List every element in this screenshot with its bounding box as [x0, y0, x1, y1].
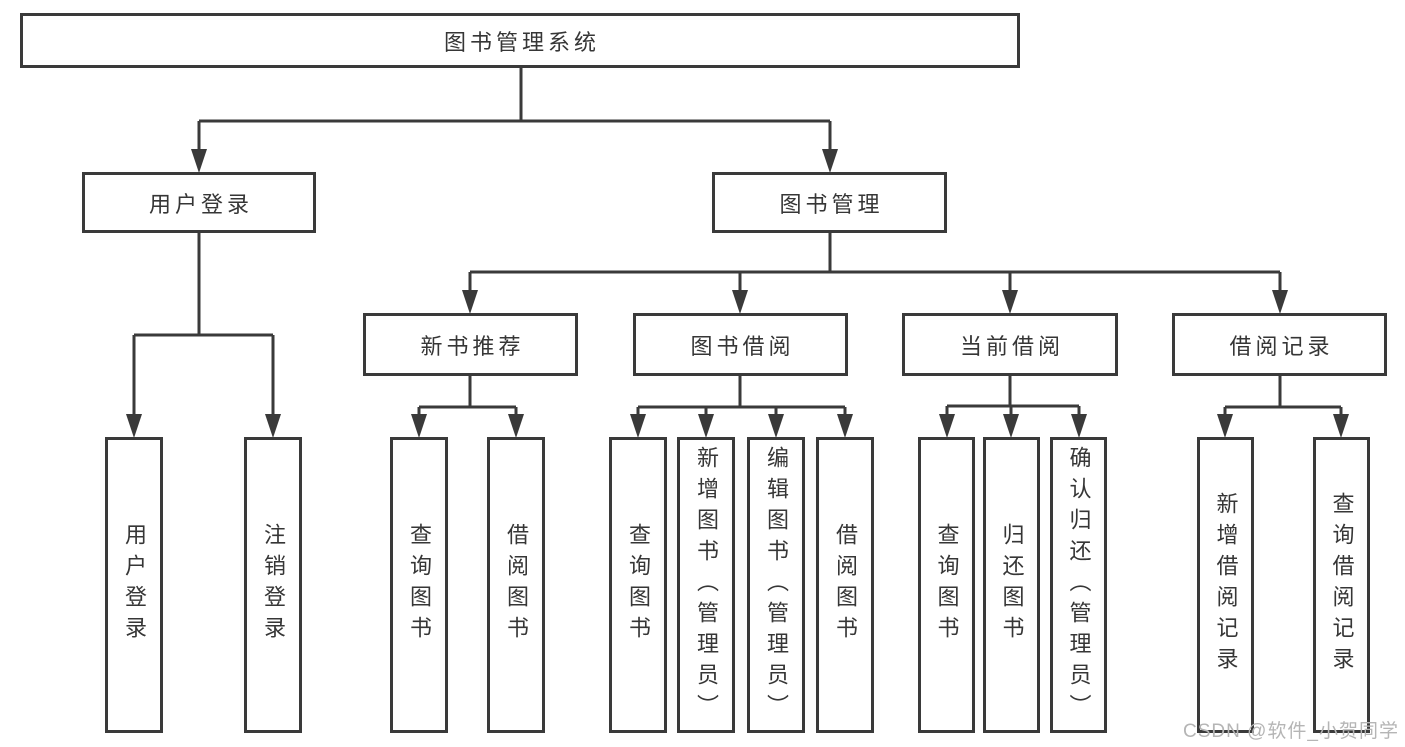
- arrow-icon: [462, 290, 478, 314]
- connector-root: [197, 68, 832, 152]
- arrow-icon: [837, 414, 853, 438]
- node-label: 当前借阅: [959, 333, 1064, 359]
- arrow-icon: [265, 414, 281, 438]
- node-book-management: 图书管理: [712, 172, 947, 233]
- node-label: 新书推荐: [420, 333, 525, 359]
- connector-book-borrow: [636, 376, 847, 417]
- arrow-icon: [939, 414, 955, 438]
- arrow-icon: [1333, 414, 1349, 438]
- leaf-record-add-record: 新增借阅记录: [1197, 437, 1254, 733]
- node-label: 查询图书: [626, 523, 651, 647]
- connector-borrow-record: [1223, 376, 1343, 417]
- leaf-current-query-book: 查询图书: [918, 437, 975, 733]
- arrow-icon: [630, 414, 646, 438]
- node-label: 图书管理系统: [443, 29, 600, 55]
- arrow-icon: [1002, 290, 1018, 314]
- node-label: 注销登录: [261, 523, 286, 647]
- arrow-icon: [191, 149, 207, 173]
- arrow-icon: [822, 149, 838, 173]
- arrow-icon: [508, 414, 524, 438]
- leaf-record-query-record: 查询借阅记录: [1313, 437, 1370, 733]
- node-label: 新增借阅记录: [1213, 492, 1239, 678]
- arrow-icon: [126, 414, 142, 438]
- node-label: 归还图书: [999, 523, 1025, 647]
- node-book-borrow: 图书借阅: [633, 313, 848, 376]
- leaf-current-confirm-return-admin: 确认归还（管理员）: [1050, 437, 1107, 733]
- node-label: 用户登录: [148, 191, 253, 217]
- node-label: 查询图书: [407, 523, 432, 647]
- arrow-icon: [698, 414, 714, 438]
- arrow-icon: [1217, 414, 1233, 438]
- arrow-icon: [1071, 414, 1087, 438]
- node-library-system: 图书管理系统: [20, 13, 1020, 68]
- node-label: 用户登录: [122, 523, 147, 647]
- leaf-recommend-borrow-book: 借阅图书: [487, 437, 545, 733]
- node-label: 借阅记录: [1229, 333, 1334, 359]
- node-label: 图书管理: [779, 191, 884, 217]
- leaf-recommend-query-book: 查询图书: [390, 437, 448, 733]
- node-label: 查询图书: [934, 523, 960, 647]
- arrow-icon: [732, 290, 748, 314]
- node-label: 编辑图书（管理员）: [764, 445, 789, 725]
- leaf-borrow-borrow-book: 借阅图书: [816, 437, 874, 733]
- node-label: 确认归还（管理员）: [1066, 445, 1092, 725]
- node-borrow-record: 借阅记录: [1172, 313, 1387, 376]
- arrow-icon: [768, 414, 784, 438]
- watermark-text: CSDN @软件_小贺同学: [1183, 721, 1399, 742]
- node-label: 借阅图书: [833, 523, 858, 647]
- leaf-borrow-query-book: 查询图书: [609, 437, 667, 733]
- connector-book-management: [468, 233, 1282, 293]
- node-label: 新增图书（管理员）: [694, 445, 719, 725]
- arrow-icon: [1003, 414, 1019, 438]
- connector-new-book-recommend: [417, 376, 518, 417]
- leaf-current-return-book: 归还图书: [983, 437, 1040, 733]
- connector-current-borrow: [945, 376, 1081, 417]
- leaf-borrow-edit-book-admin: 编辑图书（管理员）: [747, 437, 805, 733]
- node-user-login: 用户登录: [82, 172, 316, 233]
- node-label: 图书借阅: [690, 333, 795, 359]
- node-label: 借阅图书: [504, 523, 529, 647]
- node-label: 查询借阅记录: [1329, 492, 1355, 678]
- arrow-icon: [411, 414, 427, 438]
- node-current-borrow: 当前借阅: [902, 313, 1118, 376]
- leaf-logout: 注销登录: [244, 437, 302, 733]
- arrow-icon: [1272, 290, 1288, 314]
- leaf-user-login: 用户登录: [105, 437, 163, 733]
- connector-user-login: [132, 233, 275, 417]
- node-new-book-recommend: 新书推荐: [363, 313, 578, 376]
- arrowheads: [126, 149, 1349, 438]
- leaf-borrow-add-book-admin: 新增图书（管理员）: [677, 437, 735, 733]
